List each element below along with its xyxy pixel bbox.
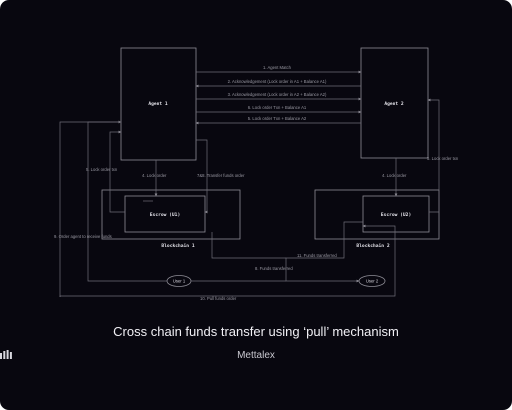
agent-1-label: Agent 1	[148, 101, 168, 107]
edge-8-label: 8. Funds transferred	[255, 266, 293, 271]
edge-9-label: 9. Order agent to receive funds	[54, 234, 112, 239]
edge-4-left-label: 4. Lock order	[142, 173, 167, 178]
edge-11-label: 11. Funds transferred	[297, 253, 337, 258]
edge-3-label: 3. Acknowledgement (Lock order in A2 + B…	[228, 92, 327, 97]
edge-7-line	[196, 139, 208, 214]
edge-10-label: 10. Pull funds order	[200, 296, 237, 301]
edge-4-right-label: 4. Lock order	[382, 173, 407, 178]
blockchain-1-label: Blockchain 1	[161, 243, 194, 249]
edge-5-left-line	[109, 130, 125, 213]
agent-2-box	[360, 47, 429, 159]
blockchain-2-label: Blockchain 2	[356, 243, 389, 249]
edge-10-left-line	[59, 121, 121, 297]
edge-5-right-label: 5. Lock order txn	[427, 156, 459, 161]
user-2-label: User 2	[366, 279, 379, 284]
blockchain-1-box	[101, 189, 241, 240]
escrow-1-box	[124, 195, 206, 233]
edge-8-line	[211, 232, 286, 259]
brand-name: Mettalex	[237, 350, 275, 361]
agent-1-box	[120, 47, 197, 161]
agent-2-label: Agent 2	[384, 101, 404, 107]
edge-11-line	[285, 221, 363, 283]
escrow-2-label: Escrow (U2)	[381, 212, 411, 218]
brand-footer: Mettalex	[0, 350, 512, 361]
escrow-1-label: Escrow (U1)	[150, 212, 180, 218]
edge-1-label: 1. Agent Match	[263, 65, 292, 70]
edge-2-label: 2. Acknowledgement (Lock order in A1 + B…	[228, 79, 327, 84]
edge-6-label: 6. Lock order Txn + Balance A1	[248, 105, 307, 110]
blockchain-2-box	[314, 189, 440, 240]
edge-7-label: 7&8. Transfer funds order	[197, 173, 245, 178]
edge-5-right-line	[427, 98, 440, 213]
mettalex-logo-icon	[0, 350, 12, 359]
user-1-label: User 1	[173, 279, 186, 284]
diagram-caption: Cross chain funds transfer using ‘pull’ …	[113, 324, 399, 339]
edge-5-mid-label: 5. Lock order Txn + Balance A2	[248, 116, 307, 121]
edge-5-left-label: 5. Lock order txn	[86, 167, 118, 172]
edge-9-line	[87, 120, 167, 282]
